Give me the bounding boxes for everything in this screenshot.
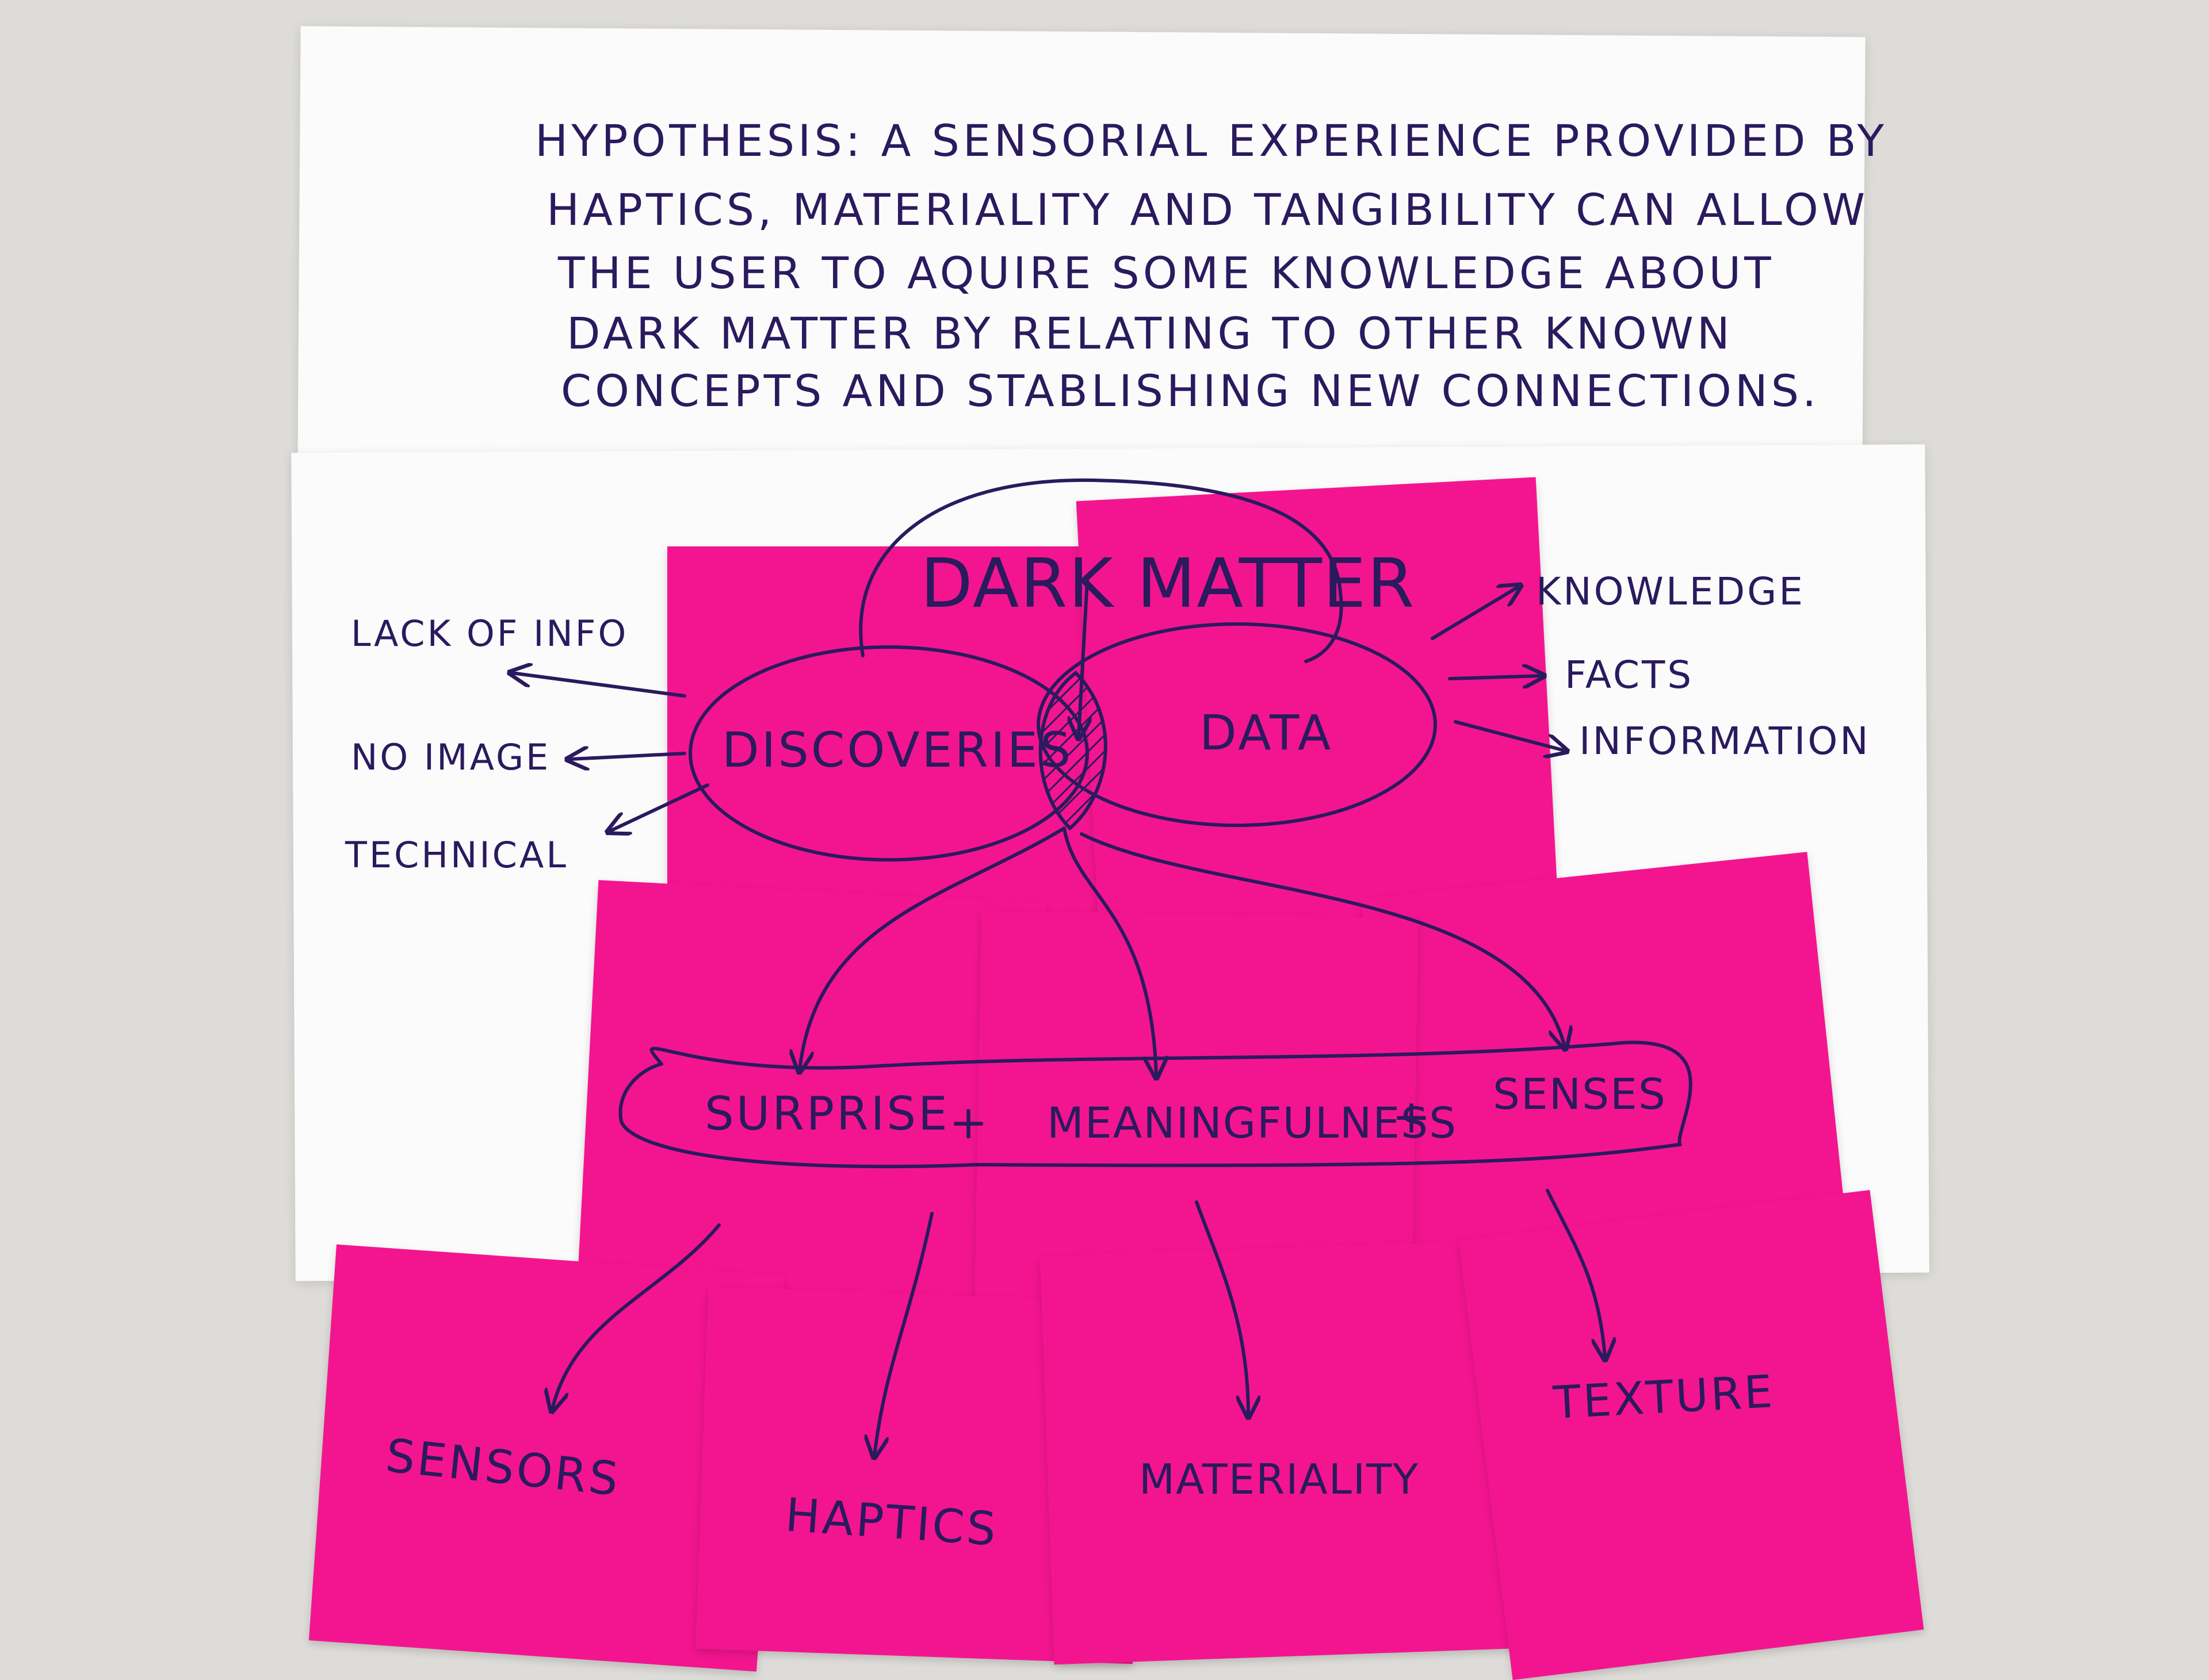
label-surprise: SURPRISE	[705, 1087, 950, 1141]
hypothesis-line-4: DARK MATTER BY RELATING TO OTHER KNOWN	[567, 308, 1733, 359]
hypothesis-line-2: HAPTICS, MATERIALITY AND TANGIBILITY CAN…	[546, 184, 1869, 235]
title-dark-matter: DARK MATTER	[920, 544, 1416, 623]
branch-facts: FACTS	[1565, 653, 1694, 697]
branch-knowledge: KNOWLEDGE	[1536, 569, 1805, 614]
label-senses: SENSES	[1493, 1070, 1667, 1119]
title-bubble	[859, 478, 1343, 663]
plus-sign: +	[949, 1096, 991, 1149]
label-meaningfulness: MEANINGFULNESS	[1047, 1099, 1458, 1148]
branch-lack-of-info: LACK OF INFO	[351, 613, 629, 655]
hypothesis-line-5: CONCEPTS AND STABLISHING NEW CONNECTIONS…	[561, 365, 1820, 416]
hypothesis-line-1: HYPOTHESIS: A SENSORIAL EXPERIENCE PROVI…	[535, 115, 1887, 166]
label-data: DATA	[1199, 705, 1333, 761]
middle-bubble	[618, 1040, 1692, 1169]
label-discoveries: DISCOVERIES	[722, 722, 1073, 778]
plus-sign: +	[1392, 1090, 1434, 1143]
data-ellipse	[1037, 622, 1437, 827]
branch-information: INFORMATION	[1579, 719, 1871, 763]
intersection-hatch	[1038, 671, 1107, 831]
branch-technical: TECHNICAL	[345, 834, 568, 876]
branch-no-image: NO IMAGE	[351, 736, 551, 778]
hypothesis-line-3: THE USER TO AQUIRE SOME KNOWLEDGE ABOUT	[558, 247, 1775, 299]
label-materiality: MATERIALITY	[1139, 1455, 1420, 1503]
